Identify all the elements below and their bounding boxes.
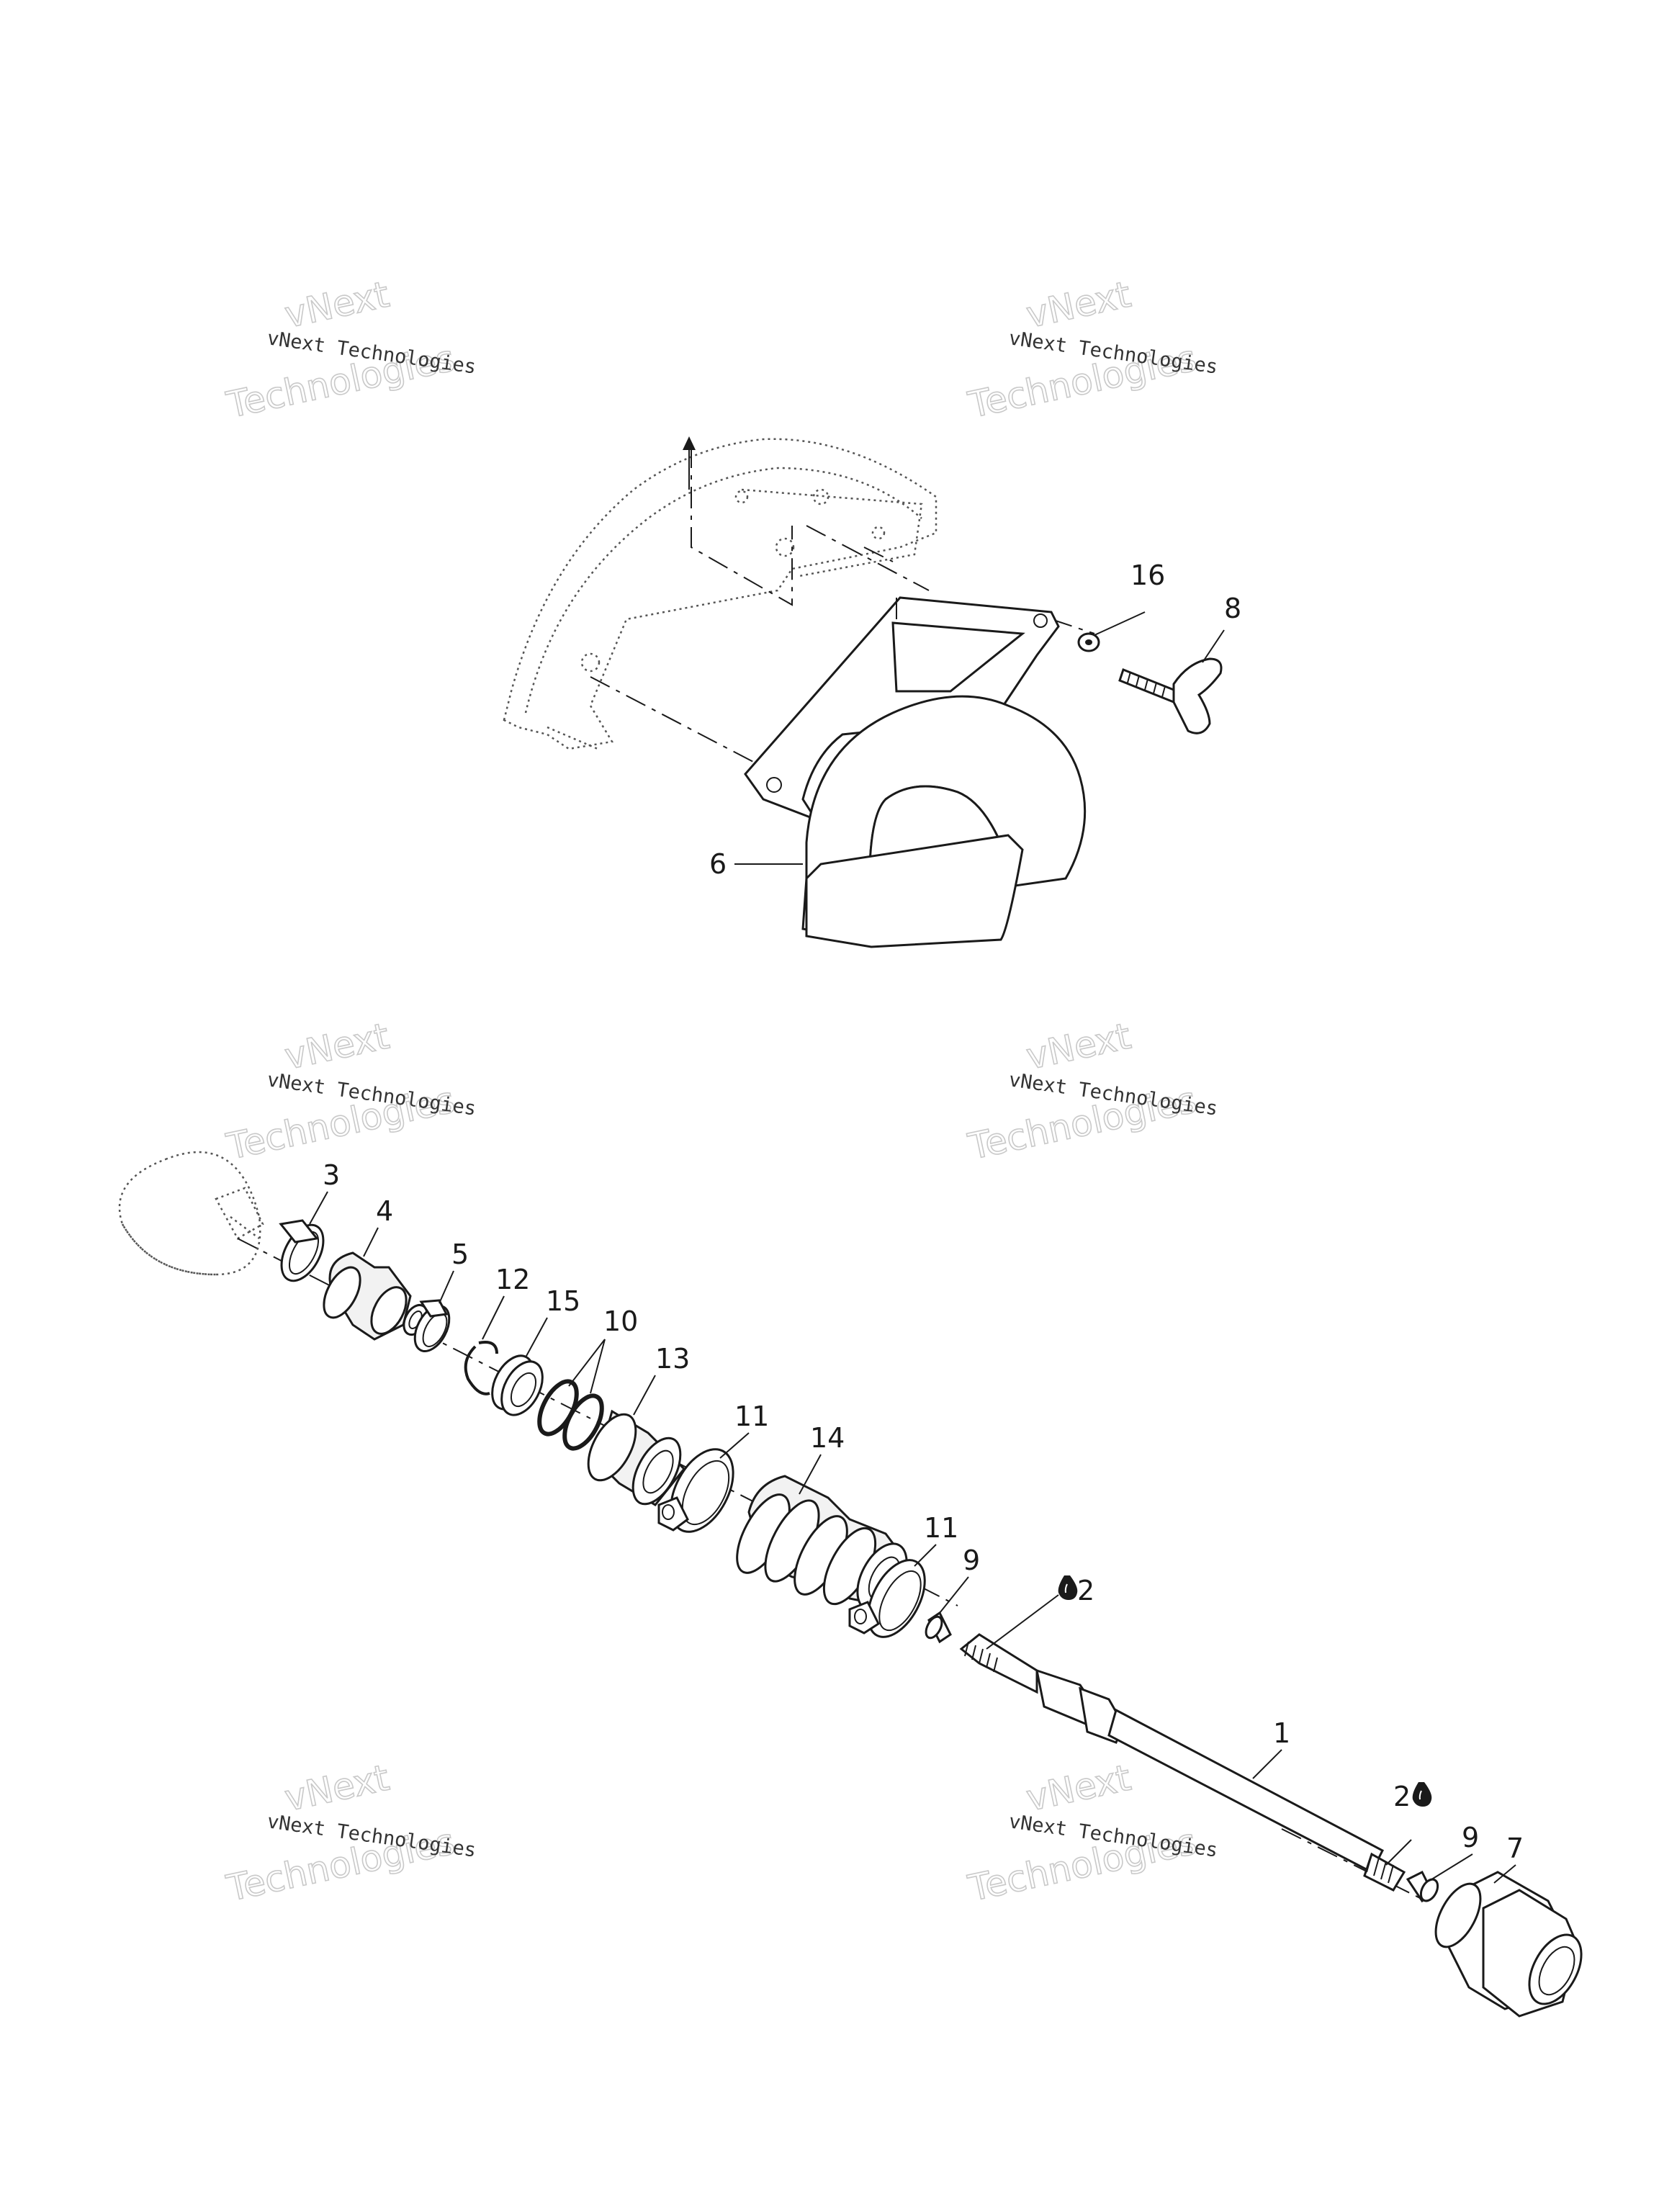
callout-9-left: 9 xyxy=(963,1545,980,1576)
callout-labels: 16 8 6 3 4 5 12 15 10 13 11 14 11 9 2 1 … xyxy=(323,559,1524,1864)
clamp-part-11-right xyxy=(848,1559,926,1638)
bellows-part-14 xyxy=(736,1475,909,1611)
callout-12: 12 xyxy=(495,1264,530,1295)
callout-2-top: 2 xyxy=(1077,1575,1094,1606)
callout-5: 5 xyxy=(451,1238,469,1270)
watermark-vnext: vNext xyxy=(281,1757,392,1820)
watermark-bottom-right: vNext Technologies vNext Technologies xyxy=(964,1756,1219,1910)
bearing-part-15 xyxy=(491,1354,544,1416)
circlip-part-12 xyxy=(464,1341,498,1395)
callout-4: 4 xyxy=(376,1195,393,1227)
callout-3: 3 xyxy=(323,1159,340,1191)
grease-drop-icon xyxy=(1058,1575,1078,1600)
watermark-vnext: vNext xyxy=(1022,274,1134,336)
watermark-top-right: vNext Technologies vNext Technologies xyxy=(964,273,1219,427)
wing-screw-part-8 xyxy=(1118,657,1223,734)
callout-14: 14 xyxy=(810,1422,845,1454)
callout-6: 6 xyxy=(709,848,727,880)
callout-11-left: 11 xyxy=(734,1401,769,1432)
watermark-vnext: vNext xyxy=(281,274,392,336)
bushing-part-13 xyxy=(587,1409,686,1506)
grease-drop-icon xyxy=(1412,1782,1432,1807)
callout-2-bottom: 2 xyxy=(1393,1781,1411,1812)
washer-part-16 xyxy=(1077,632,1100,652)
clamp-part-5 xyxy=(413,1299,451,1352)
watermark-vnext: vNext xyxy=(281,1015,392,1078)
callout-10: 10 xyxy=(603,1305,638,1337)
callout-8: 8 xyxy=(1224,593,1241,624)
callout-1: 1 xyxy=(1273,1717,1290,1749)
seal-part-9-right xyxy=(1406,1870,1439,1903)
watermark-vnext: vNext xyxy=(1022,1015,1134,1078)
alignment-lines xyxy=(590,446,1095,764)
housing-ghost-outline xyxy=(503,438,938,750)
flywheel-ghost-outline xyxy=(118,1151,264,1276)
drive-shaft-part-1 xyxy=(959,1633,1406,1892)
callout-16: 16 xyxy=(1130,559,1165,591)
seal-part-9-left xyxy=(925,1611,952,1644)
callout-15: 15 xyxy=(546,1285,580,1317)
clamp-part-3 xyxy=(279,1219,325,1282)
boot-part-4 xyxy=(323,1251,428,1341)
leader-lines xyxy=(309,611,1516,1884)
watermark-bottom-left: vNext Technologies vNext Technologies xyxy=(222,1756,477,1910)
callout-11-right: 11 xyxy=(924,1512,958,1544)
bearing-housing-part-7 xyxy=(1434,1871,1583,2018)
up-arrow-icon xyxy=(683,436,696,490)
callout-9-right: 9 xyxy=(1462,1822,1479,1853)
watermark-mid-right: vNext Technologies vNext Technologies xyxy=(964,1015,1219,1169)
watermark-mid-left: vNext Technologies vNext Technologies xyxy=(222,1015,477,1169)
watermark-top-left: vNext Technologies vNext Technologies xyxy=(222,273,477,427)
callout-13: 13 xyxy=(655,1343,690,1375)
clamp-part-11-left xyxy=(657,1448,734,1533)
cover-part-6 xyxy=(744,596,1087,948)
watermark-vnext: vNext xyxy=(1022,1757,1134,1820)
callout-7: 7 xyxy=(1506,1833,1524,1864)
